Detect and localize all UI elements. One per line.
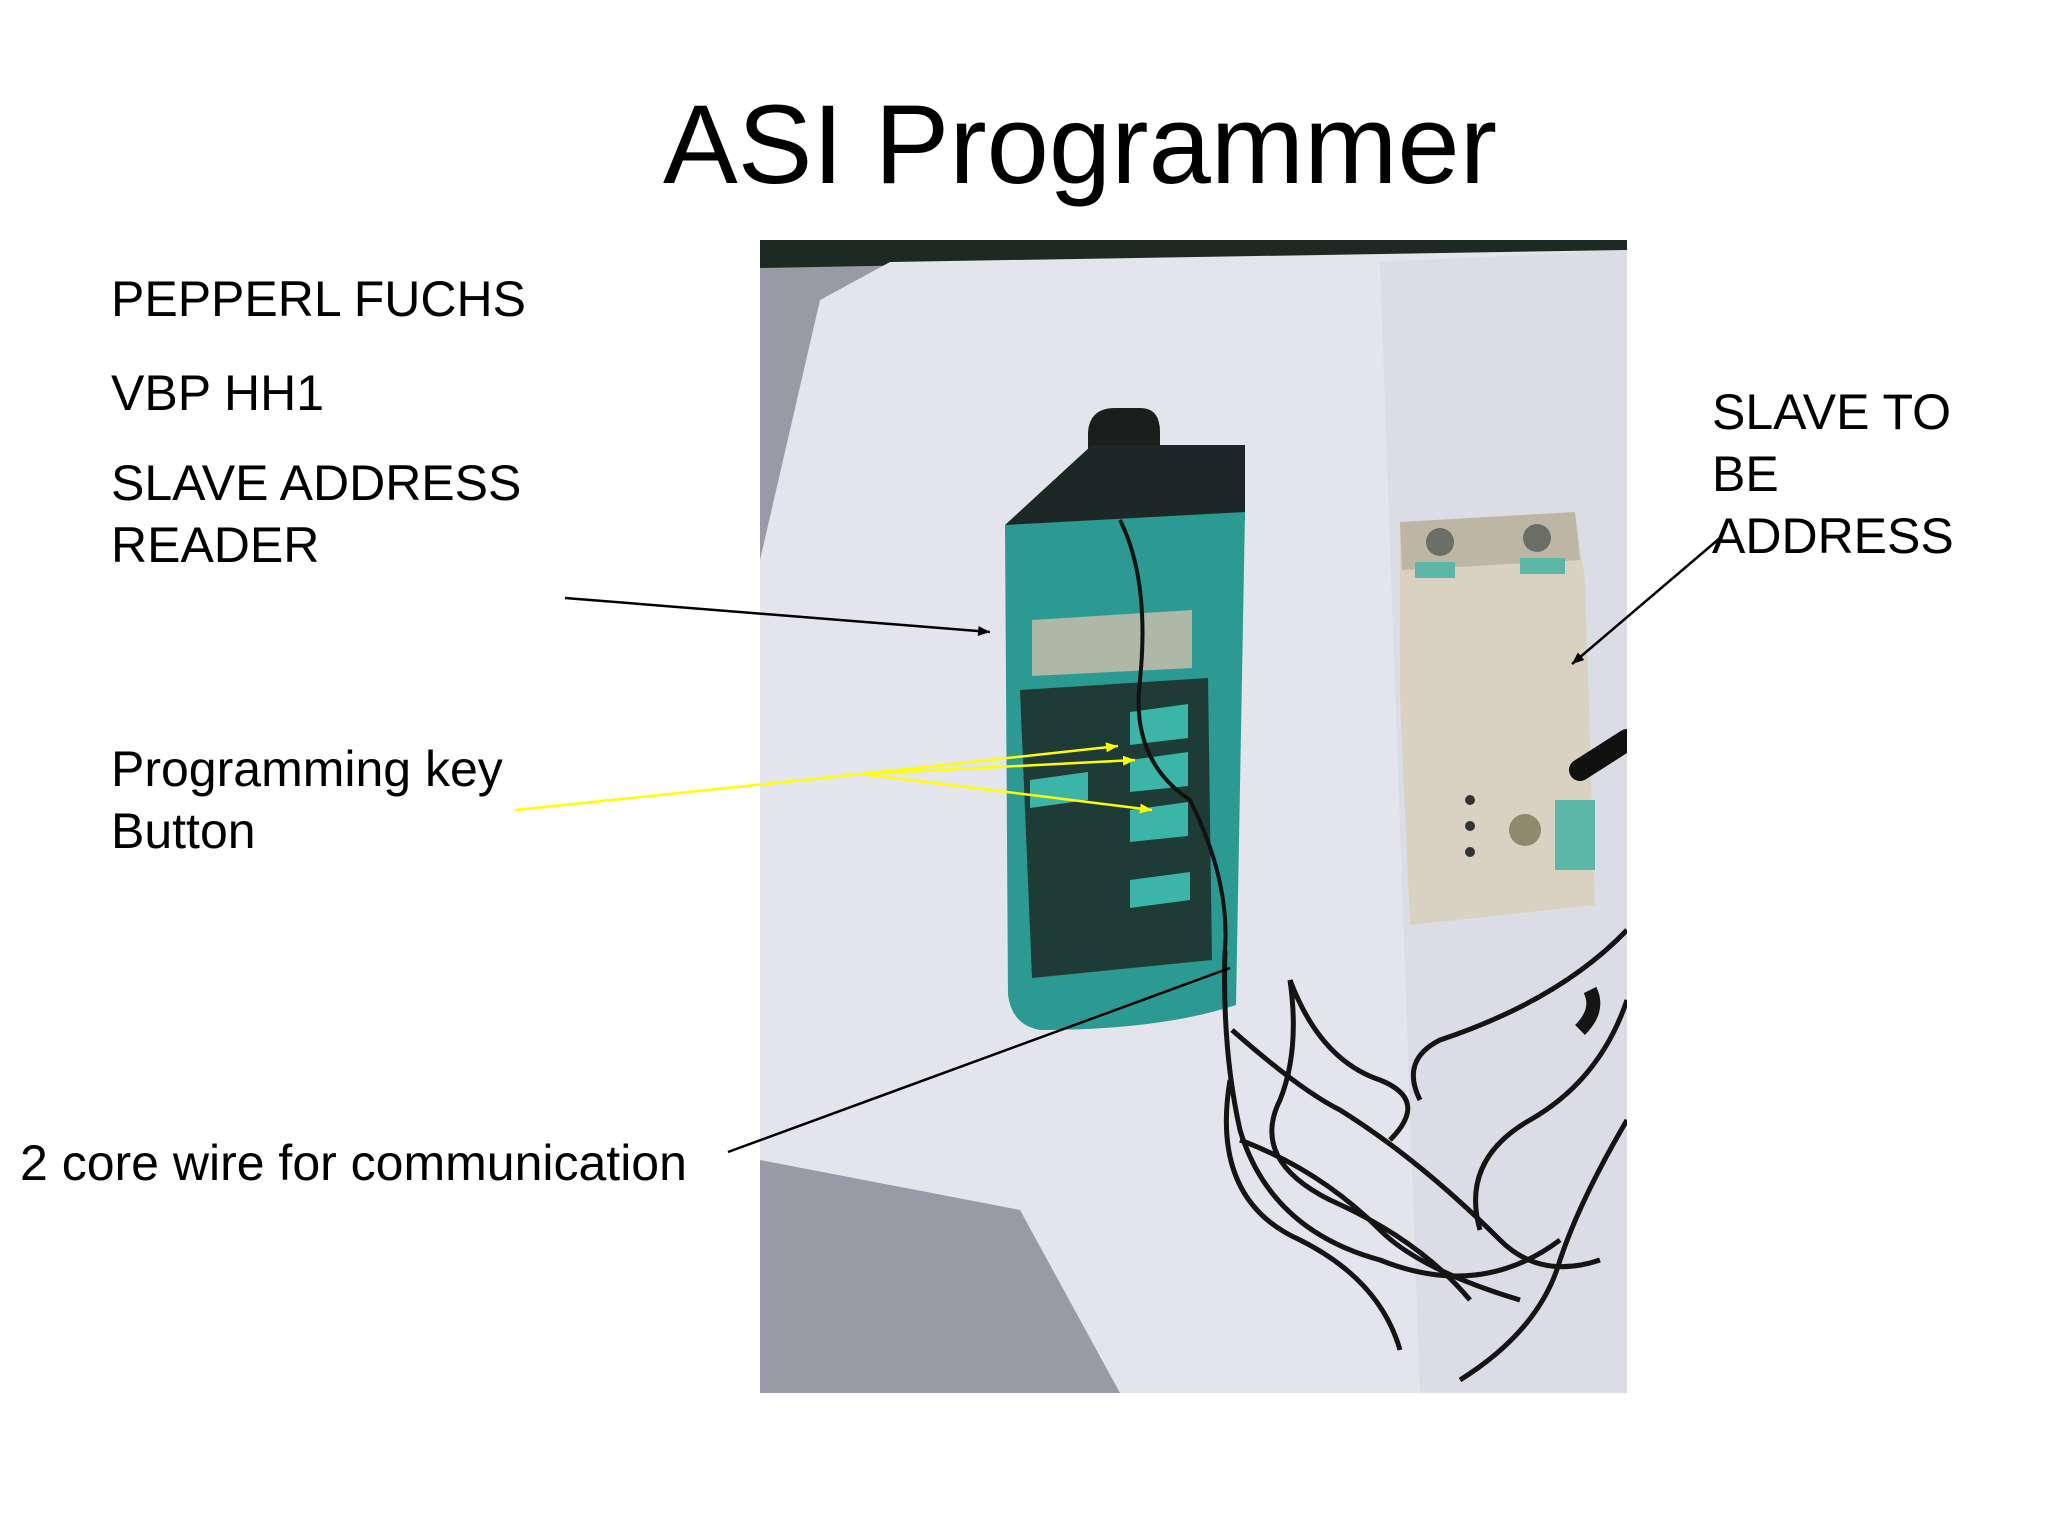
- label-slave-to-address: SLAVE TO BE ADDRESS: [1712, 384, 1954, 564]
- slave-led-3: [1465, 847, 1475, 857]
- cable-bundle: [1222, 928, 1627, 1383]
- slave-connector: [1509, 814, 1541, 846]
- slave-body: [1400, 512, 1595, 925]
- slave-label-1: [1415, 562, 1455, 578]
- device-cable-top: [1118, 519, 1228, 951]
- label-model: VBP HH1: [111, 365, 325, 421]
- label-brand: PEPPERL FUCHS: [111, 271, 526, 327]
- slave-led-1: [1465, 795, 1475, 805]
- slave-led-2: [1465, 821, 1475, 831]
- device-lcd: [1032, 610, 1192, 676]
- slave-plug: [1569, 729, 1627, 781]
- slave-terminal-screw-2: [1523, 524, 1551, 552]
- label-communication-wire: 2 core wire for communication: [20, 1135, 687, 1191]
- slide-title: ASI Programmer: [663, 82, 1497, 207]
- slave-module: [1400, 512, 1627, 925]
- programmer-device: [1005, 408, 1245, 1030]
- label-programming-key: Programming key Button: [111, 741, 503, 859]
- label-slave-address-reader: SLAVE ADDRESS READER: [111, 455, 522, 573]
- slave-label-2: [1520, 558, 1565, 574]
- slave-terminal-screw-1: [1426, 528, 1454, 556]
- cable-clamp: [1574, 986, 1601, 1035]
- slave-side-label: [1555, 800, 1595, 870]
- device-key-5: [1130, 872, 1190, 908]
